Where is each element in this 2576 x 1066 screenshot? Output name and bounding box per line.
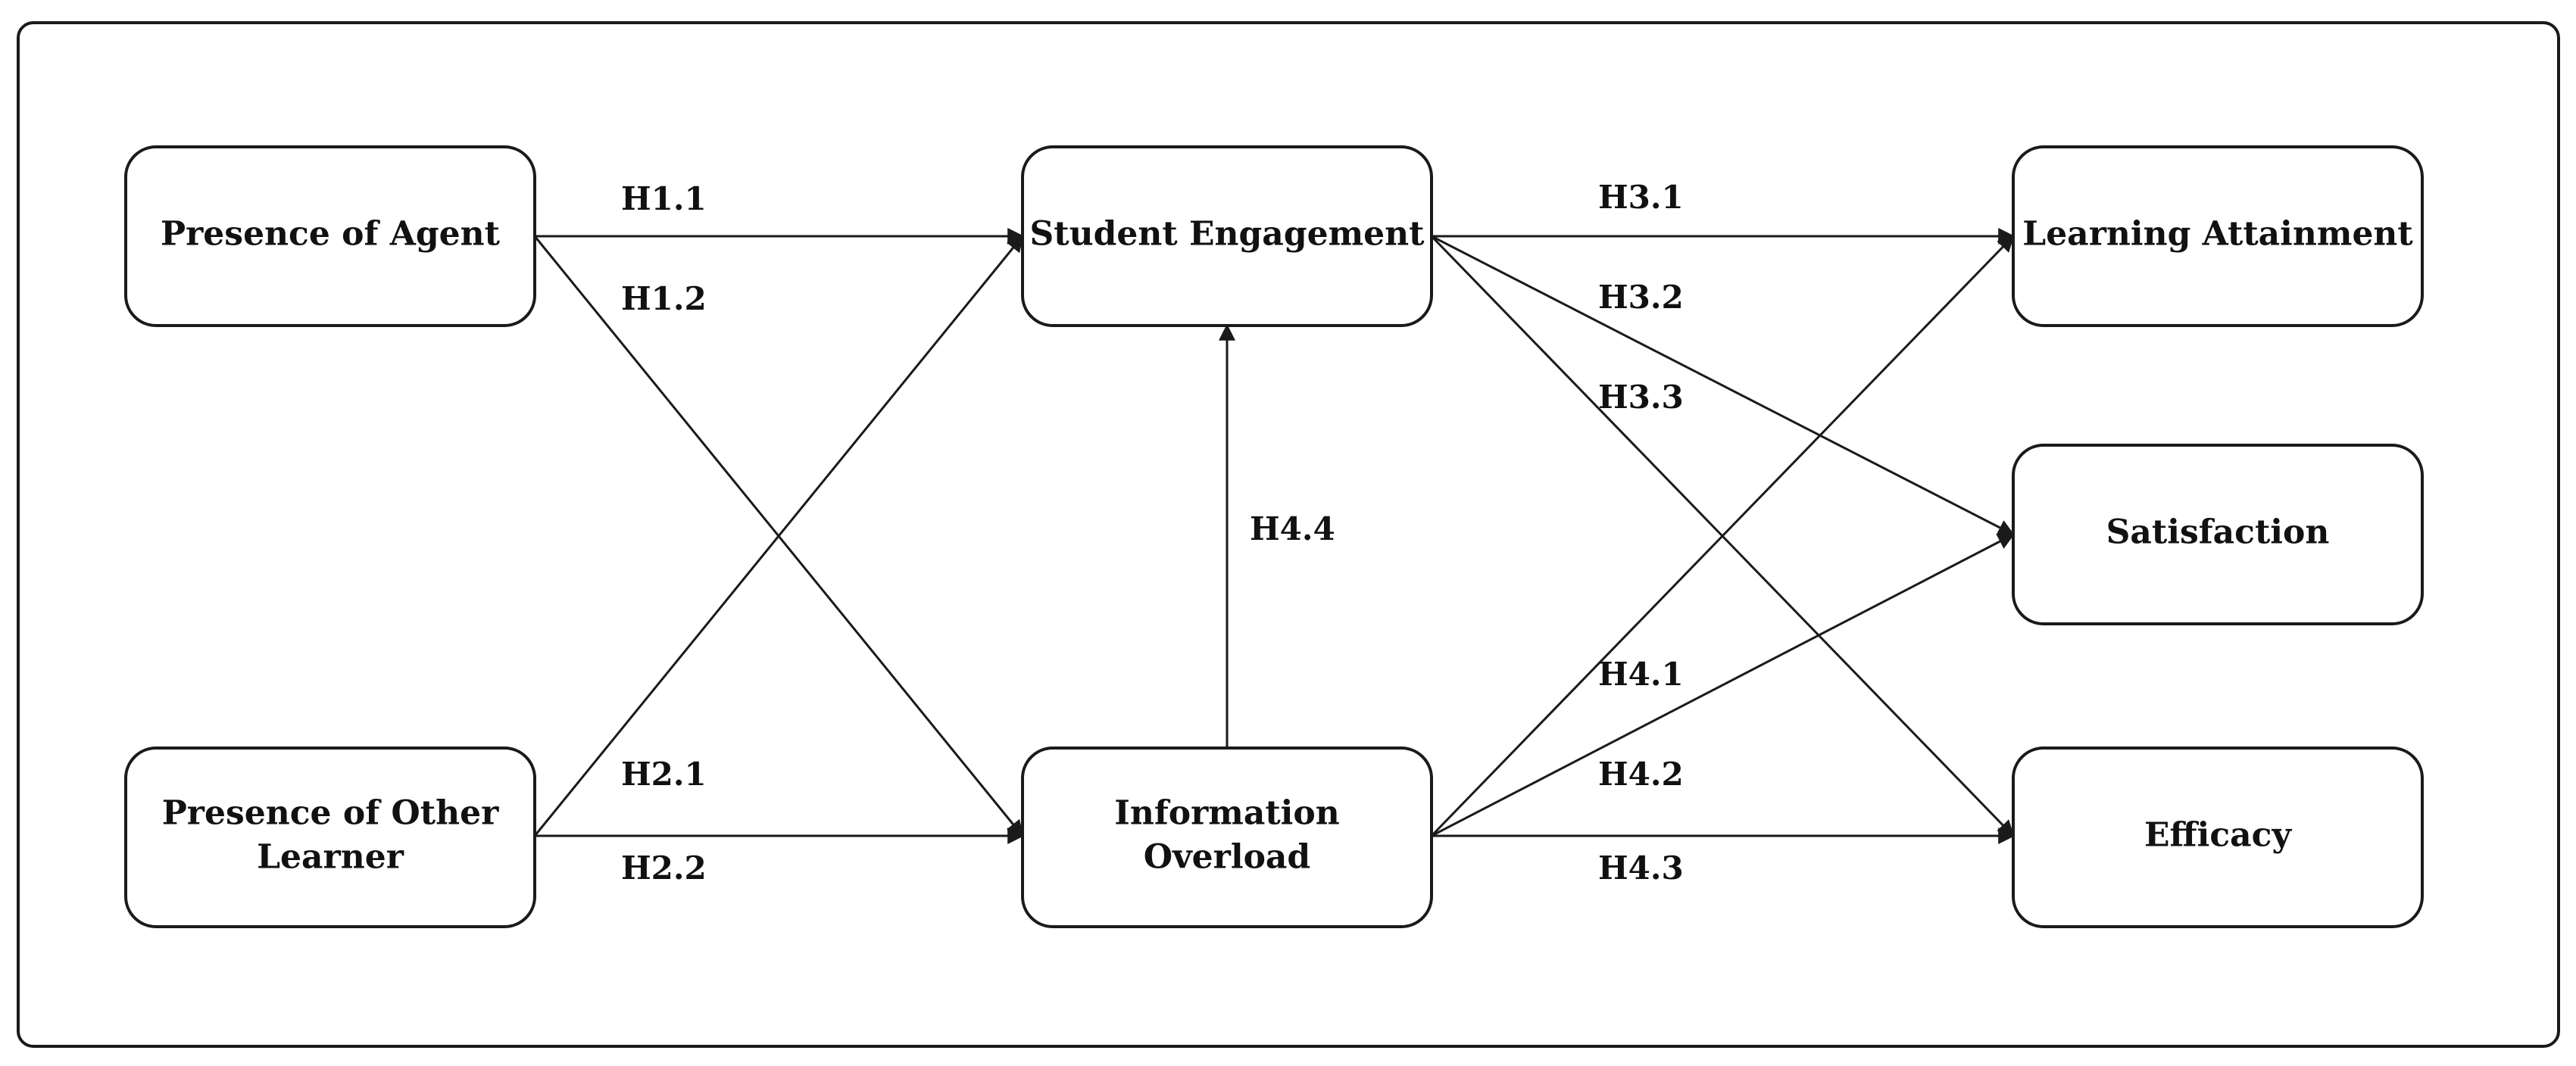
node-box-presence-of-other-learner bbox=[124, 747, 536, 928]
edge-label-h2-1: H2.1 bbox=[621, 756, 707, 793]
edge-arrow-h4-1 bbox=[1430, 235, 2015, 837]
edge-label-h1-2: H1.2 bbox=[621, 280, 707, 317]
node-label-presence-of-other-learner-line-2: Learner bbox=[257, 838, 404, 877]
edge-label-h3-1: H3.1 bbox=[1598, 179, 1684, 216]
edges-layer bbox=[533, 228, 2016, 844]
node-learning-attainment: Learning Attainment bbox=[2012, 145, 2424, 327]
edge-arrow-h2-1 bbox=[533, 235, 1024, 837]
node-label-efficacy-line-1: Efficacy bbox=[2144, 816, 2292, 855]
edge-label-h4-2: H4.2 bbox=[1598, 756, 1684, 793]
node-efficacy: Efficacy bbox=[2012, 747, 2424, 928]
node-student-engagement: Student Engagement bbox=[1021, 145, 1433, 327]
node-box-learning-attainment bbox=[2012, 145, 2424, 327]
node-label-information-overload-line-1: Information bbox=[1114, 794, 1339, 833]
node-label-satisfaction-line-1: Satisfaction bbox=[2106, 513, 2330, 552]
edge-label-h3-2: H3.2 bbox=[1598, 279, 1684, 316]
node-box-information-overload bbox=[1021, 747, 1433, 928]
edge-label-h1-1: H1.1 bbox=[621, 180, 707, 217]
node-box-efficacy bbox=[2012, 747, 2424, 928]
node-label-presence-of-other-learner-line-1: Presence of Other bbox=[162, 794, 499, 833]
node-label-presence-of-agent-line-1: Presence of Agent bbox=[161, 215, 501, 254]
node-box-presence-of-agent bbox=[124, 145, 536, 327]
node-box-satisfaction bbox=[2012, 444, 2424, 625]
edge-label-h3-3: H3.3 bbox=[1598, 379, 1684, 416]
edge-arrow-h3-2 bbox=[1431, 235, 2015, 536]
edge-label-h4-3: H4.3 bbox=[1598, 849, 1684, 887]
edge-labels-layer: H1.1H1.2H2.1H2.2 H3.1H3.2H3.3H4.1H4.2H4.3… bbox=[621, 179, 1684, 887]
node-label-student-engagement-line-1: Student Engagement bbox=[1030, 215, 1425, 254]
node-box-student-engagement bbox=[1021, 145, 1433, 327]
node-label-learning-attainment-line-1: Learning Attainment bbox=[2022, 215, 2413, 254]
edge-arrow-h4-2 bbox=[1431, 533, 2015, 837]
node-label-information-overload-line-2: Overload bbox=[1144, 838, 1310, 877]
edge-label-h2-2: H2.2 bbox=[621, 849, 707, 887]
node-satisfaction: Satisfaction bbox=[2012, 444, 2424, 625]
edge-label-h4-1: H4.1 bbox=[1598, 656, 1684, 693]
node-presence-of-agent: Presence of Agent bbox=[124, 145, 536, 327]
edge-label-h4-4: H4.4 bbox=[1250, 510, 1335, 547]
outer-frame bbox=[17, 21, 2560, 1048]
